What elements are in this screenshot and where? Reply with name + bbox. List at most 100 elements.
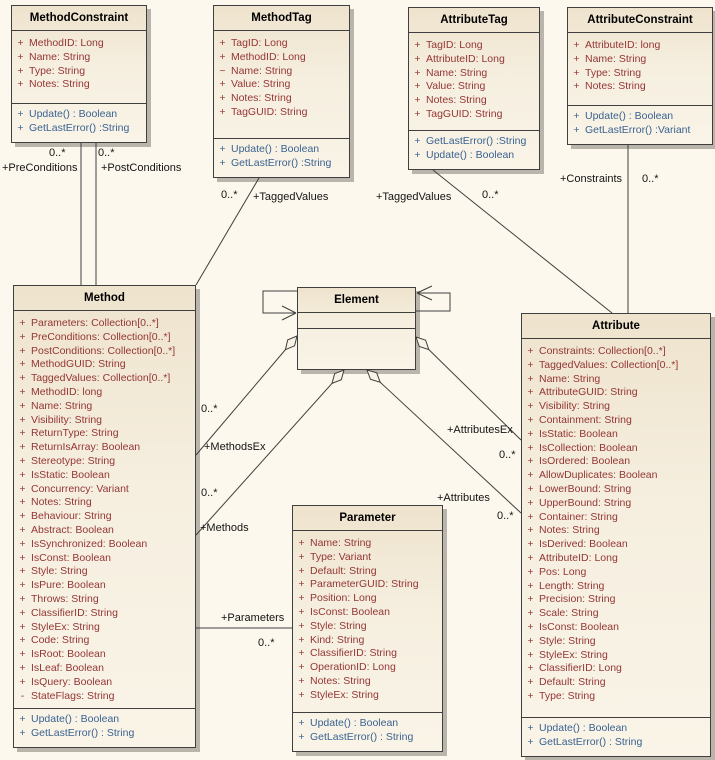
visibility-marker: +: [17, 122, 24, 135]
operations-compartment: [298, 328, 415, 369]
operation-text: Update() : Boolean: [29, 108, 118, 121]
operation-row: + Update() : Boolean: [293, 717, 442, 731]
attribute-text: Stereotype: String: [31, 454, 116, 467]
visibility-marker: +: [219, 105, 226, 118]
multiplicity-label: 0..*: [482, 189, 499, 201]
class-methodtag[interactable]: MethodTag+TagID: Long+MethodID: Long~Nam…: [213, 5, 350, 178]
visibility-marker: +: [298, 537, 305, 549]
visibility-marker: +: [19, 441, 26, 454]
attribute-row: +IsLeaf: Boolean: [14, 662, 195, 676]
attribute-row: +IsConst: Boolean: [522, 621, 710, 635]
attribute-row: +IsCollection: Boolean: [522, 442, 710, 456]
attribute-text: MethodID: Long: [231, 50, 306, 63]
attribute-text: PreConditions: Collection[0..*]: [31, 330, 171, 343]
attribute-text: Container: String: [539, 510, 618, 523]
attribute-text: ReturnIsArray: Boolean: [31, 441, 141, 454]
multiplicity-label: 0..*: [201, 487, 218, 499]
operation-text: GetLastError() :String: [426, 135, 527, 148]
attribute-row: +AttributeID: Long: [409, 53, 539, 67]
attribute-row: +ParameterGUID: String: [293, 578, 442, 592]
visibility-marker: +: [19, 427, 26, 440]
operation-row: +Update() : Boolean: [522, 722, 710, 736]
multiplicity-label: 0..*: [642, 173, 659, 185]
visibility-marker: +: [298, 674, 305, 687]
attribute-row: +AttributeID: long: [568, 39, 712, 53]
connector-element-self-association-left[interactable]: [262, 290, 297, 321]
visibility-marker: +: [527, 634, 534, 647]
visibility-marker: +: [19, 537, 26, 550]
attribute-row: +Throws: String: [14, 593, 195, 607]
visibility-marker: +: [19, 317, 26, 329]
attribute-text: IsSynchronized: Boolean: [31, 537, 148, 550]
attribute-row: +Concurrency: Variant: [14, 483, 195, 497]
operation-text: Update() : Boolean: [31, 713, 120, 726]
attribute-text: StyleEx: String: [310, 688, 379, 701]
attribute-text: TagGUID: String: [426, 107, 503, 120]
attribute-row: +Name: String: [12, 51, 146, 65]
attribute-row: +Stereotype: String: [14, 455, 195, 469]
attributes-compartment: +Name: String+Type: Variant+Default: Str…: [293, 531, 442, 712]
visibility-marker: +: [19, 413, 26, 426]
visibility-marker: +: [527, 607, 534, 620]
attribute-row: +ReturnType: String: [14, 427, 195, 441]
attribute-text: Value: String: [426, 80, 486, 93]
operation-row: +Update() : Boolean: [14, 713, 195, 727]
class-attributetag[interactable]: AttributeTag+TagID: Long+AttributeID: Lo…: [408, 7, 540, 170]
class-parameter[interactable]: Parameter+Name: String+Type: Variant+Def…: [292, 505, 443, 752]
attribute-text: AttributeGUID: String: [539, 386, 638, 399]
attribute-row: +Type: Variant: [293, 551, 442, 565]
attribute-row: +MethodID: long: [14, 386, 195, 400]
class-title: Parameter: [293, 506, 442, 531]
role-label: +Methods: [200, 522, 249, 534]
attribute-row: +Notes: String: [12, 78, 146, 92]
attribute-row: +Name: String: [293, 537, 442, 551]
attribute-text: ClassifierID: Long: [539, 662, 622, 675]
attribute-text: Name: String: [231, 64, 293, 77]
attribute-text: Notes: String: [231, 92, 292, 105]
operations-compartment: +Update() : Boolean+GetLastError() :Stri…: [214, 138, 349, 177]
attribute-text: TagGUID: String: [231, 105, 308, 118]
class-title: MethodConstraint: [12, 6, 146, 31]
visibility-marker: +: [19, 551, 26, 564]
attribute-row: +Type: String: [568, 67, 712, 81]
attribute-text: IsStatic: Boolean: [31, 468, 110, 481]
attribute-row: +UpperBound: String: [522, 497, 710, 511]
operation-row: +GetLastError() :Variant: [568, 124, 712, 138]
attribute-text: IsLeaf: Boolean: [31, 661, 104, 674]
visibility-marker: +: [17, 78, 24, 91]
connector-attributetag-taggedvalues[interactable]: [432, 169, 613, 314]
class-method[interactable]: Method+Parameters: Collection[0..*]+PreC…: [13, 285, 196, 748]
attribute-text: Type: String: [585, 66, 642, 79]
multiplicity-label: 0..*: [221, 189, 238, 201]
attribute-row: +AttributeID: Long: [522, 552, 710, 566]
class-attributeconstraint[interactable]: AttributeConstraint+AttributeID: long+Na…: [567, 7, 713, 145]
visibility-marker: +: [298, 717, 305, 730]
connector-element-self-association-right[interactable]: [416, 285, 451, 312]
attribute-row: +Constraints: Collection[0..*]: [522, 345, 710, 359]
attribute-text: MethodGUID: String: [31, 358, 126, 371]
attribute-row: -StateFlags: String: [14, 690, 195, 704]
operation-text: Update() : Boolean: [310, 717, 399, 730]
visibility-marker: +: [19, 372, 26, 385]
class-methodconstraint[interactable]: MethodConstraint+MethodID: Long+Name: St…: [11, 5, 147, 143]
class-title: Attribute: [522, 314, 710, 339]
attribute-text: ClassifierID: String: [31, 606, 118, 619]
attribute-text: Style: String: [539, 634, 596, 647]
attribute-row: +Name: String: [568, 53, 712, 67]
visibility-marker: +: [19, 344, 26, 357]
class-attribute[interactable]: Attribute +Constraints: Collection[0..*] +…: [521, 313, 711, 757]
visibility-marker: +: [527, 441, 534, 454]
visibility-marker: +: [298, 619, 305, 632]
connector-element-methodsex[interactable]: [195, 335, 298, 456]
class-element[interactable]: Element: [297, 287, 416, 370]
role-label: +PostConditions: [101, 162, 182, 174]
attribute-text: TaggedValues: Collection[0..*]: [31, 372, 171, 385]
attribute-text: AttributeID: Long: [426, 52, 505, 65]
attribute-text: Name: String: [585, 52, 647, 65]
aggregation-diamond-icon: [366, 369, 382, 383]
multiplicity-label: 0..*: [258, 637, 275, 649]
attribute-text: Visibility: String: [539, 400, 610, 413]
attribute-text: IsStatic: Boolean: [539, 427, 618, 440]
visibility-marker: +: [298, 605, 305, 618]
attribute-text: Type: String: [29, 64, 86, 77]
